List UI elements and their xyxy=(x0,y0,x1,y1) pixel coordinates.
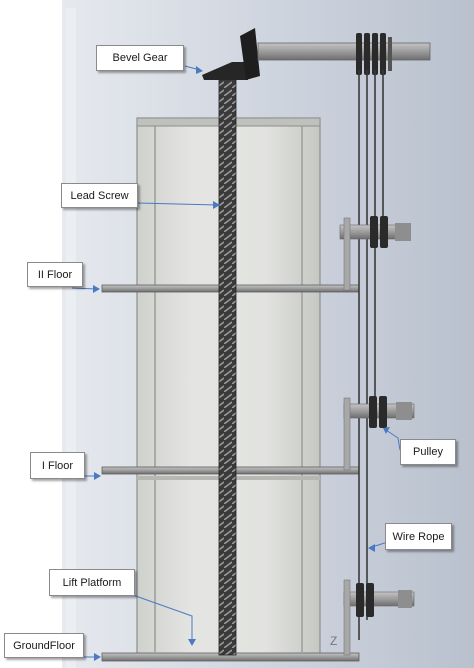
bottom-bracket xyxy=(343,579,351,656)
corner-axis-mark: Z xyxy=(330,634,337,648)
first-floor-label: I Floor xyxy=(30,452,85,479)
bottom-pulley-icon xyxy=(343,583,415,617)
second-floor-label: II Floor xyxy=(27,262,83,287)
top-pulley-icon xyxy=(356,33,392,75)
ground-floor-label: GroundFloor xyxy=(4,633,84,658)
left-frame-edge xyxy=(66,8,76,668)
upper-pulley-icon xyxy=(339,216,411,248)
pulley-label: Pulley xyxy=(400,439,456,465)
lead-screw xyxy=(218,69,237,656)
lower-bracket xyxy=(343,397,351,471)
bevel-gear-label: Bevel Gear xyxy=(96,45,184,71)
pulley-icon xyxy=(343,396,415,428)
wire-rope-label: Wire Rope xyxy=(385,523,452,550)
lead-screw-label: Lead Screw xyxy=(61,183,138,208)
upper-bracket xyxy=(343,217,351,291)
bevel-gear-icon xyxy=(202,28,260,80)
lift-platform-label: Lift Platform xyxy=(49,569,135,596)
leader-arrowheads xyxy=(93,66,390,661)
drive-shaft xyxy=(257,42,431,61)
